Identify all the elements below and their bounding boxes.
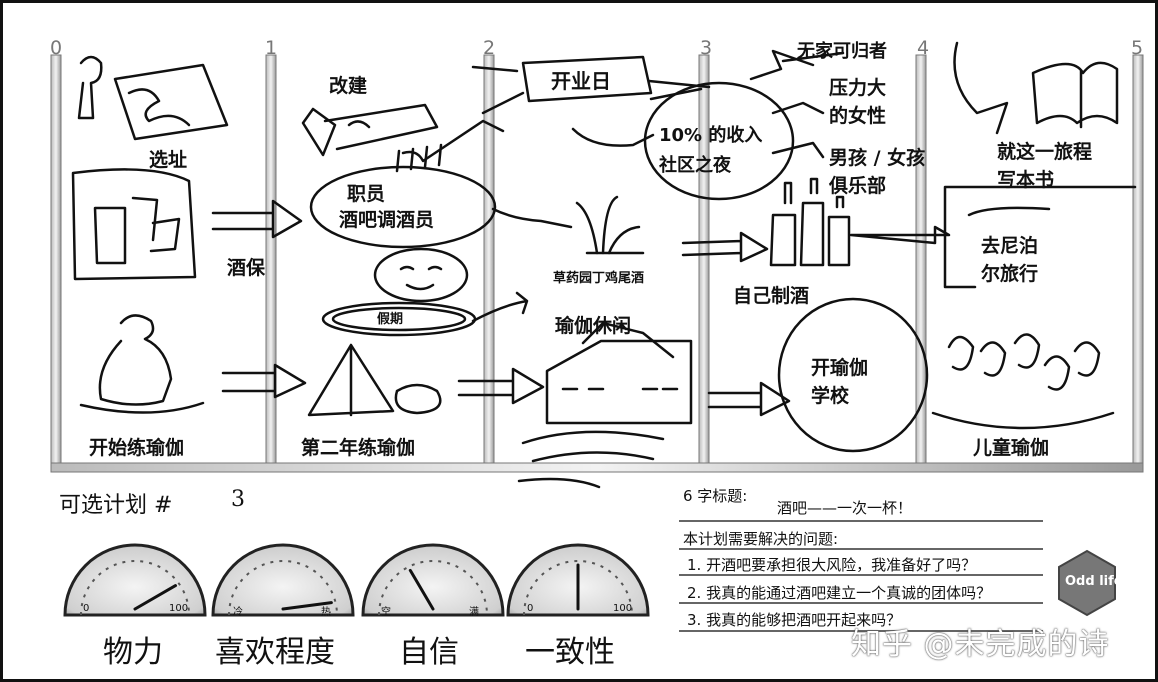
gauge-needle-3	[408, 568, 435, 611]
gauge-3-name: 自信	[399, 635, 459, 670]
question-2: 2. 我真的能通过酒吧建立一个真诚的团体吗？	[687, 584, 992, 602]
title6-label: 6 字标题:	[683, 487, 748, 505]
gauge-3-low: 空	[381, 607, 391, 618]
sketch-drawing	[50, 41, 1144, 632]
label-vacation: 假期	[377, 312, 404, 327]
gauge-2-high: 热	[321, 607, 331, 618]
label-renovate: 改建	[329, 75, 368, 97]
gauge-needle-1	[133, 584, 177, 611]
gauge-needle-2	[281, 601, 333, 611]
gauge-2-low: 冷	[233, 607, 243, 618]
question-1: 1. 开酒吧要承担很大风险，我准备好了吗？	[687, 556, 977, 574]
label-homeless: 无家可归者	[797, 41, 887, 62]
frame-structure	[50, 54, 1144, 473]
label-herb-garden: 草药园丁鸡尾酒	[553, 271, 645, 286]
label-opening-day: 开业日	[551, 69, 611, 93]
logo-text: Odd life	[1065, 574, 1123, 589]
label-bartender: 酒吧调酒员	[339, 209, 435, 231]
label-income-pct: 10% 的收入	[659, 125, 763, 146]
timeline-marker-2: 2	[483, 37, 496, 59]
gauge-1-name: 物力	[103, 635, 163, 670]
label-self-brew: 自己制酒	[733, 285, 810, 307]
gauge-3-high: 满	[469, 607, 479, 618]
label-second-year-yoga: 第二年练瑜伽	[301, 437, 416, 459]
odd-life-logo-icon	[1058, 549, 1116, 617]
timeline-marker-0: 0	[50, 37, 63, 59]
label-yoga-leisure: 瑜伽休闲	[555, 315, 632, 337]
gauge-1-high: 100	[169, 603, 189, 614]
gauges	[63, 543, 650, 617]
questions-heading: 本计划需要解决的问题:	[683, 530, 839, 548]
label-nepal-2: 尔旅行	[981, 263, 1039, 285]
label-bar-protection: 酒保	[227, 257, 266, 279]
plan-label: 可选计划 #	[59, 493, 173, 518]
gauge-4-high: 100	[613, 603, 633, 614]
label-book-1: 就这一旅程	[997, 141, 1093, 163]
timeline-marker-4: 4	[917, 37, 930, 59]
gauge-1-low: 0	[83, 603, 90, 614]
label-stressed-2: 的女性	[829, 105, 887, 127]
timeline-marker-5: 5	[1131, 37, 1144, 59]
label-club-1: 男孩 / 女孩	[829, 147, 926, 169]
label-staff: 职员	[347, 183, 386, 205]
gauge-2-name: 喜欢程度	[215, 635, 335, 670]
gauge-4-name: 一致性	[525, 635, 615, 670]
label-club-2: 俱乐部	[829, 175, 887, 197]
label-select-site: 选址	[149, 149, 188, 171]
timeline-marker-1: 1	[265, 37, 278, 59]
label-stressed-1: 压力大	[829, 77, 887, 99]
title6-value: 酒吧——一次一杯！	[777, 499, 913, 517]
label-yoga-school-2: 学校	[811, 385, 850, 407]
plan-number: 3	[231, 487, 245, 512]
label-nepal-1: 去尼泊	[981, 235, 1039, 257]
label-book-2: 写本书	[997, 169, 1055, 191]
gauge-4-low: 0	[527, 603, 534, 614]
question-3: 3. 我真的能够把酒吧开起来吗？	[687, 611, 902, 629]
label-community-night: 社区之夜	[659, 155, 731, 176]
label-start-yoga: 开始练瑜伽	[89, 437, 185, 459]
timeline-marker-3: 3	[700, 37, 713, 59]
watermark: 知乎 @未完成的诗	[851, 627, 1110, 662]
label-kids-yoga: 儿童瑜伽	[973, 437, 1050, 459]
label-yoga-school-1: 开瑜伽	[811, 357, 869, 379]
